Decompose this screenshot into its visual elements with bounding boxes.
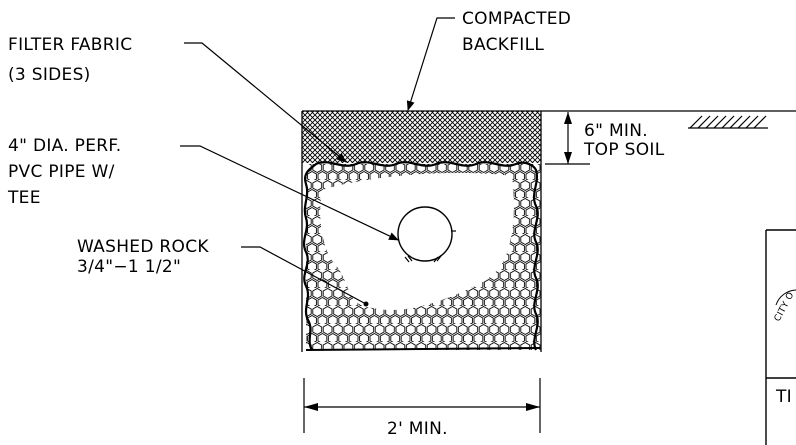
title-block-partial [765, 229, 796, 445]
pipe-label-line2: PVC PIPE W/ [8, 162, 115, 182]
ground-hatch-symbol [688, 115, 768, 129]
pipe-leader [180, 145, 399, 241]
compacted-label-line1: COMPACTED [462, 9, 571, 29]
title-block-text-partial: TI [775, 387, 792, 407]
filter-fabric-label-line1: FILTER FABRIC [8, 35, 132, 55]
width-arrow-left-icon [304, 403, 318, 411]
topsoil-arrow-down-icon [564, 152, 572, 164]
washed-rock-area [306, 164, 541, 350]
width-dimension [303, 378, 541, 433]
rock-leader [241, 246, 367, 305]
pipe-label-line3: TEE [7, 188, 41, 208]
filter-fabric-label-line2: (3 SIDES) [8, 65, 91, 85]
rock-label-line2: 3/4"−1 1/2" [77, 257, 181, 277]
filter-fabric-line [302, 161, 539, 351]
stamp-partial-text: CITY O [773, 291, 796, 324]
pipe-perforation-marks [404, 230, 456, 263]
pipe-label-line1: 4" DIA. PERF. [8, 136, 121, 156]
topsoil-label-line1: 6" MIN. [584, 121, 648, 141]
compacted-label-line2: BACKFILL [462, 35, 544, 55]
city-seal-partial: CITY O [773, 289, 796, 324]
rock-label-line1: WASHED ROCK [77, 237, 209, 257]
width-dimension-label: 2' MIN. [387, 419, 448, 439]
topsoil-label-line2: TOP SOIL [583, 140, 665, 160]
compacted-leader [406, 17, 455, 111]
width-arrow-right-icon [526, 403, 540, 411]
filter-fabric-bottom [305, 347, 541, 351]
filter-fabric-leader [184, 42, 347, 163]
topsoil-arrow-up-icon [564, 112, 572, 124]
perforated-pvc-pipe [397, 206, 453, 262]
